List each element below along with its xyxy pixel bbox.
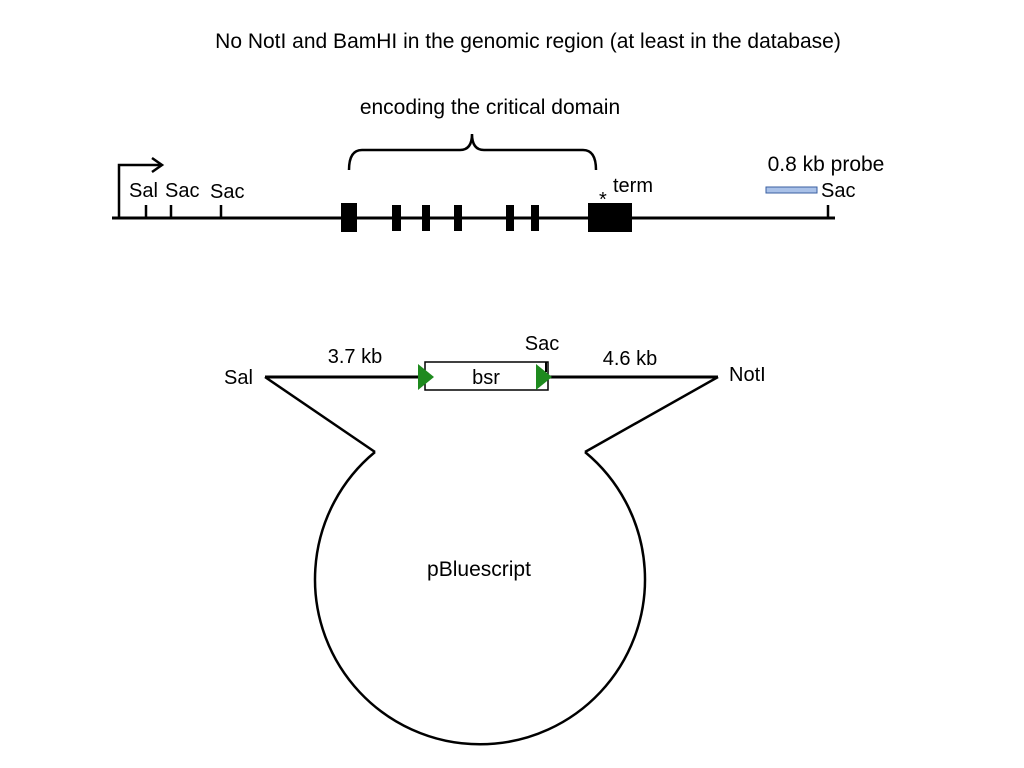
exon bbox=[588, 203, 632, 232]
right-site-label: NotI bbox=[729, 364, 766, 386]
marker-site-label: Sac bbox=[525, 333, 559, 355]
marker-label: bsr bbox=[472, 367, 500, 389]
probe-site-label: Sac bbox=[821, 180, 855, 202]
exon bbox=[454, 205, 462, 231]
brace-label: encoding the critical domain bbox=[360, 96, 620, 119]
plasmid-circle bbox=[313, 451, 647, 746]
exon bbox=[392, 205, 401, 231]
exon bbox=[422, 205, 430, 231]
title: No NotI and BamHI in the genomic region … bbox=[215, 30, 841, 53]
left-site-label: Sal bbox=[224, 367, 253, 389]
probe bbox=[765, 186, 818, 194]
site-label-sal: Sal bbox=[129, 180, 158, 202]
vector-link-left bbox=[264, 375, 376, 454]
genomic-map: Sal Sac Sac encoding the critical domain… bbox=[112, 96, 884, 232]
brace bbox=[347, 133, 598, 171]
targeting-construct: bsr Sal 3.7 kb Sac 4.6 kb NotI pBluescri… bbox=[224, 333, 766, 746]
loxp-triangle-icon bbox=[536, 364, 552, 390]
arrowhead-icon bbox=[151, 156, 165, 174]
vector-link-right bbox=[584, 375, 719, 454]
stop-marker: * bbox=[599, 189, 607, 211]
vector-label: pBluescript bbox=[427, 558, 531, 581]
term-label: term bbox=[613, 175, 653, 197]
promoter-arrow-icon bbox=[117, 163, 160, 218]
loxp-triangle-icon bbox=[418, 364, 434, 390]
right-arm-length: 4.6 kb bbox=[603, 348, 657, 370]
site-label-sac: Sac bbox=[210, 181, 244, 203]
left-arm-length: 3.7 kb bbox=[328, 346, 382, 368]
site-label-sac: Sac bbox=[165, 180, 199, 202]
exon bbox=[506, 205, 514, 231]
exon bbox=[341, 203, 357, 232]
probe-label: 0.8 kb probe bbox=[768, 153, 885, 176]
exon bbox=[531, 205, 539, 231]
